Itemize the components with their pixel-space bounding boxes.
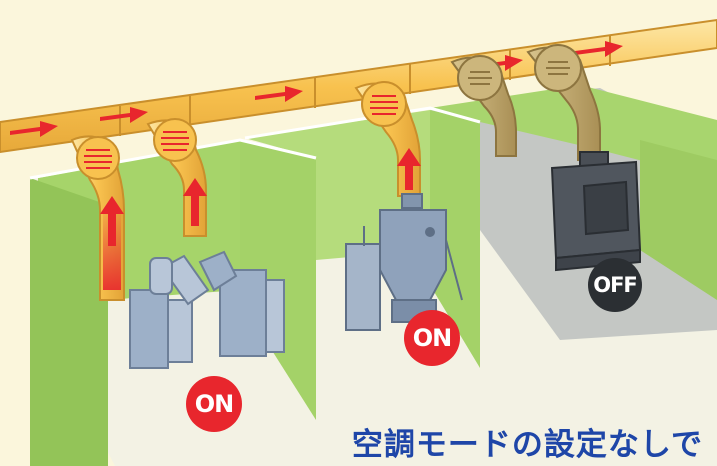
status-badge-middle: ON [404,310,460,366]
damper-2 [153,118,197,162]
status-badge-left: ON [186,376,242,432]
damper-1 [76,136,120,180]
machine-left [129,250,285,369]
machine-middle [345,193,463,331]
wall-room1-left [30,178,108,466]
up-arrow-2 [183,178,207,226]
wall-partition-2 [430,110,480,368]
up-arrow-1 [100,196,124,246]
caption-text: 空調モードの設定なしで [351,427,703,463]
up-arrow-3 [397,148,421,190]
machine-right [550,151,642,272]
status-badge-right: OFF [588,258,642,312]
damper-3 [361,81,407,127]
wall-room3-right [640,140,717,300]
